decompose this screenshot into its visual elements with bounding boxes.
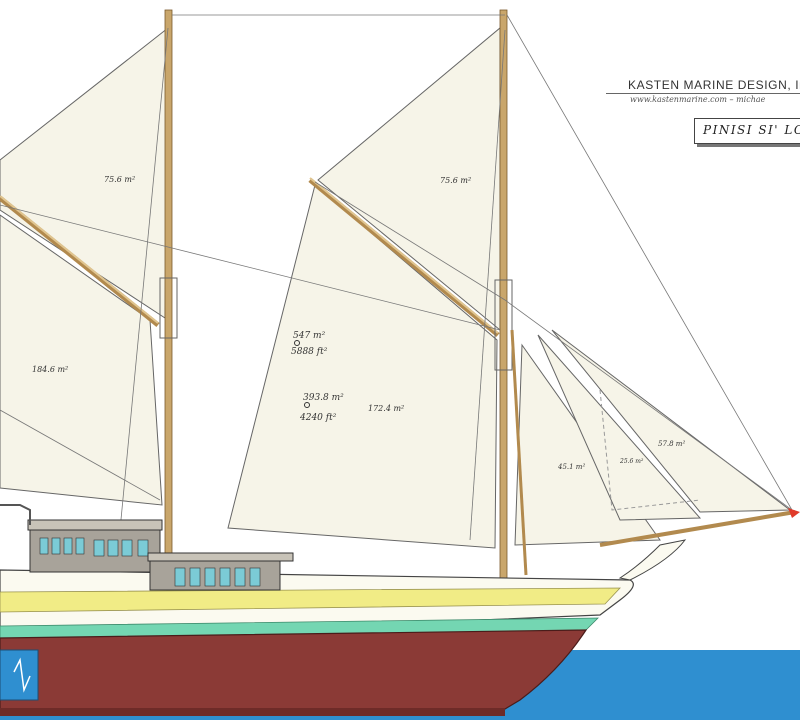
title-rule [606,93,800,94]
main-mast-band [494,279,513,371]
label-jib-inner-area: 45.1 m² [557,463,585,471]
fore-mast-band [159,277,178,339]
label-jib-outer-area: 57.8 m² [658,440,685,448]
label-total-area-2: 393.8 m² [303,393,344,403]
label-main-sail-area: 172.4 m² [368,404,404,413]
main-mast-aft-spar [510,329,528,576]
label-total-area-1: 547 m² [293,331,326,341]
fore-mast [164,9,173,566]
davit [0,504,31,525]
boot-stripe-yellow [0,587,621,613]
rudder [0,649,39,701]
jib-middle [537,334,702,521]
bowsprit [599,510,796,547]
hull-bottom [0,629,588,713]
keel [0,708,505,716]
label-fore-sail-area: 184.6 m² [32,365,68,374]
boat-name: PINISI SI' LOL [703,123,800,137]
rigging [0,14,793,541]
firm-contact: www.kastenmarine.com – michae [630,95,766,104]
label-main-topsail-area: 75.6 m² [440,176,471,185]
label-total-area-1-ft: 5888 ft² [291,347,328,357]
rudder-mark [13,657,31,693]
firm-name: KASTEN MARINE DESIGN, Inc [628,78,800,92]
centroid-marker-1 [294,340,300,346]
fore-gaff [0,196,160,327]
deckhouse-windows-upper [39,537,149,557]
main-gaff-highlight [309,177,499,334]
label-total-area-2-ft: 4240 ft² [299,413,337,423]
stem [618,539,687,581]
fore-gaff-highlight [0,195,159,324]
main-sail [227,184,498,549]
deckhouse-lower-roof [147,552,294,562]
main-gaff [308,178,500,337]
title-box: PINISI SI' LOL [694,118,800,144]
deckhouse-roof [27,519,163,531]
jib-dashed-clew [599,389,701,511]
centroid-marker-2 [304,402,310,408]
deckhouse-windows-lower [174,567,261,587]
label-jib-middle-area: 25.6 m² [619,458,644,465]
label-fore-topsail-area: 75.6 m² [104,175,135,184]
bowsprit-tip [788,508,800,518]
